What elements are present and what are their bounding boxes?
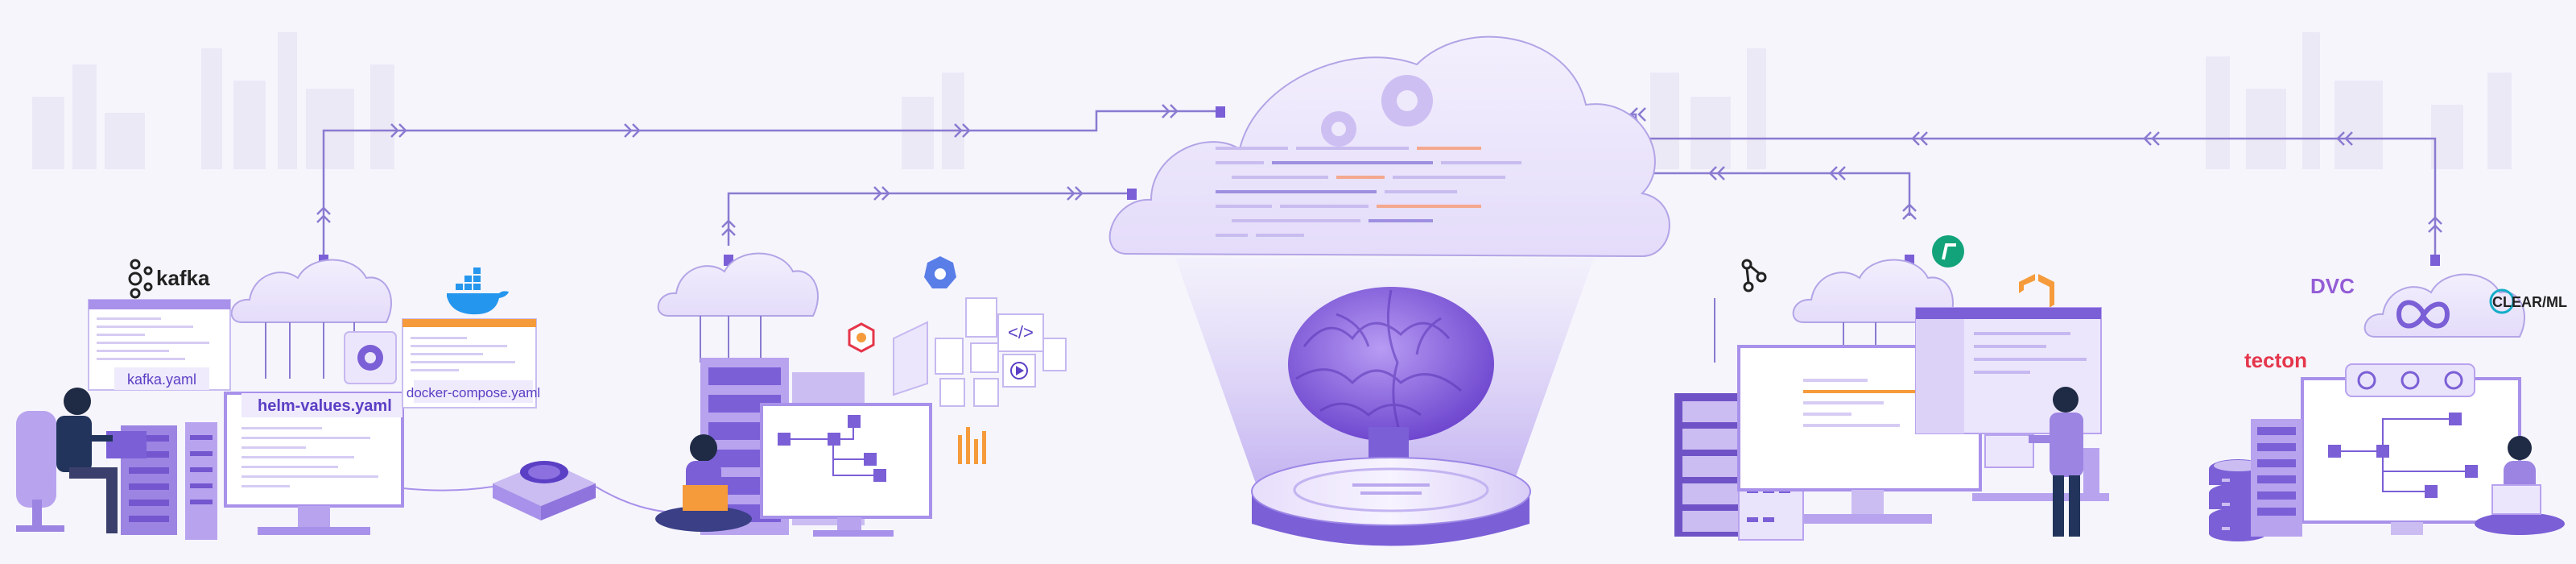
docker-whale-icon — [447, 267, 509, 315]
dag-icon — [1741, 259, 1767, 292]
clearml-logo: CLEAR/ML — [2489, 288, 2567, 314]
tensorflow-icon — [2019, 274, 2054, 308]
helm-values-monitor: helm-values.yaml — [224, 392, 404, 535]
dvc-logo-text: DVC — [2310, 274, 2355, 298]
docker-compose-doc: docker-compose.yaml — [402, 318, 540, 408]
gear-icon — [1321, 75, 1433, 147]
cloud-code-lines — [1216, 147, 1521, 237]
docker-compose-label: docker-compose.yaml — [407, 385, 540, 400]
kubernetes-icon — [924, 256, 956, 288]
dvc-logo: DVC — [2310, 274, 2355, 298]
hologram-platform — [1251, 457, 1531, 546]
processor-chip — [493, 461, 596, 520]
feast-icon — [1932, 235, 1964, 267]
gear-icon — [357, 345, 383, 371]
file-cluster: </> — [893, 297, 1067, 407]
kafka-yaml-label: kafka.yaml — [127, 371, 196, 388]
helm-values-label: helm-values.yaml — [258, 397, 392, 415]
cloud-mid-right — [1714, 259, 1954, 379]
gear-box — [344, 331, 397, 384]
workflow-monitor-right — [2301, 363, 2521, 535]
kafka-logo-text: kafka — [156, 266, 210, 290]
code-icon: </> — [1008, 322, 1034, 342]
tecton-logo-text: tecton — [2244, 348, 2307, 372]
clearml-logo-text: CLEAR/ML — [2492, 294, 2567, 310]
central-cloud — [1108, 35, 1670, 258]
helm-icon — [848, 322, 875, 353]
kafka-logo: kafka — [128, 259, 210, 299]
analytics-icon — [958, 427, 986, 464]
cloud-right — [2363, 273, 2525, 338]
kafka-logo-icon — [128, 259, 153, 299]
kafka-yaml-doc: kafka.yaml — [88, 299, 231, 391]
person-left-desk — [16, 388, 147, 533]
pipeline-monitor — [760, 403, 932, 537]
tecton-logo: tecton — [2244, 348, 2307, 372]
server-rack-far-right — [2251, 419, 2302, 537]
skyline-background — [32, 32, 2512, 169]
brain-icon — [1288, 287, 1494, 459]
person-mid-sitting — [655, 434, 752, 532]
person-right-standing — [1972, 387, 2109, 537]
cloud-mid-left — [657, 252, 819, 363]
docker-logo — [447, 267, 509, 315]
infinity-icon — [2396, 300, 2450, 329]
person-far-right-sitting — [2475, 436, 2565, 535]
